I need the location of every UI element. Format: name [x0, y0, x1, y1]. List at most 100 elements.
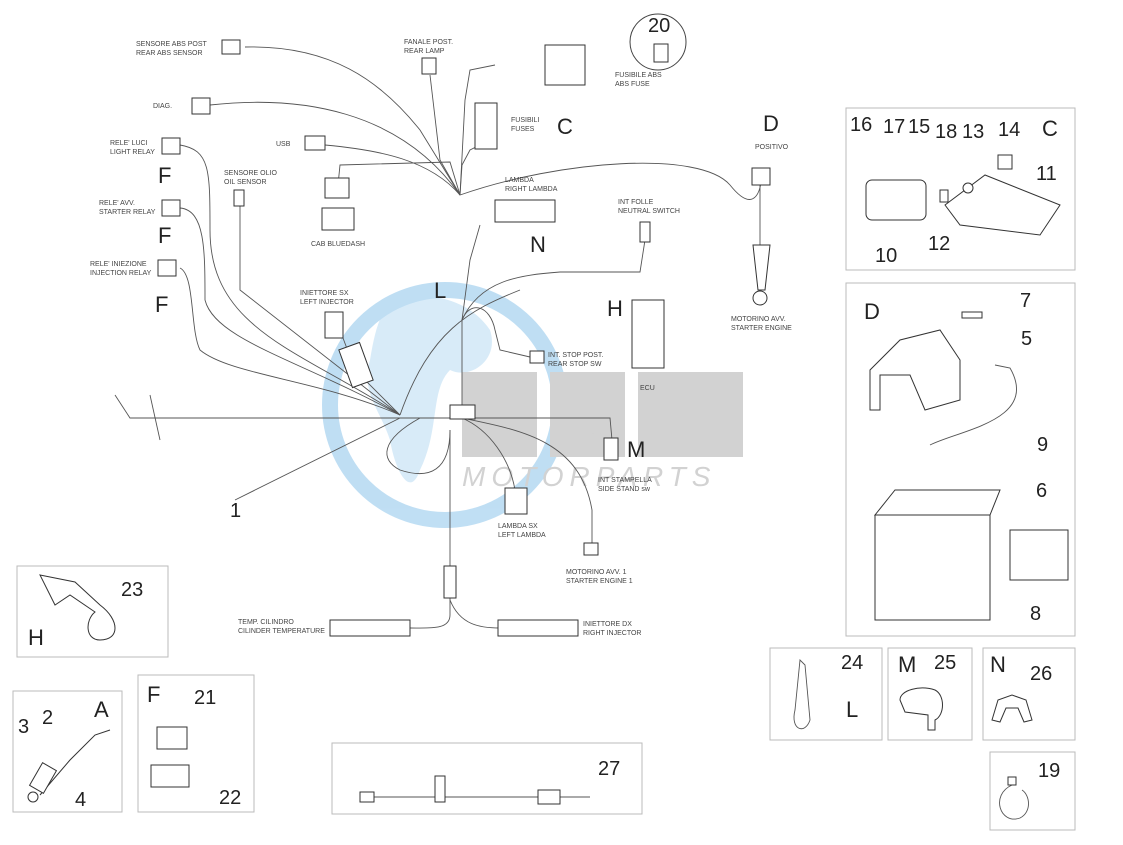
right-lambda-connector	[494, 199, 556, 223]
clamp-25	[899, 687, 943, 731]
light-relay-label-en: LIGHT RELAY	[110, 149, 155, 156]
box-l: L 24	[769, 647, 883, 741]
ecu-connector	[631, 299, 665, 369]
number-13: 13	[962, 121, 984, 143]
cable-27-sleeve	[434, 775, 446, 803]
starter-relay-label-it: RELE' AVV.	[99, 200, 135, 207]
cyl-temp-label-en: CILINDER TEMPERATURE	[238, 628, 325, 635]
abs-fuse-label-it: FUSIBILE ABS	[615, 72, 662, 79]
right-injector-label-en: RIGHT INJECTOR	[583, 630, 641, 637]
harness-parts	[157, 13, 771, 637]
box-n-frame	[982, 647, 1076, 741]
washer-4	[27, 791, 39, 803]
rear-lamp-connector	[421, 57, 437, 75]
side-stand-connector	[603, 437, 619, 461]
number-7: 7	[1020, 290, 1031, 312]
number-16: 16	[850, 114, 872, 136]
bluedash-label: CAB BLUEDASH	[311, 241, 365, 248]
starter-engine-1-label-it: MOTORINO AVV. 1	[566, 569, 627, 576]
bracket-11	[944, 174, 1061, 236]
number-10: 10	[875, 245, 897, 267]
label-8	[1009, 529, 1069, 581]
cable-tie-19	[999, 784, 1029, 820]
letter-l-box: L	[846, 697, 858, 722]
letter-f2: F	[158, 223, 171, 248]
harness-sleeve	[443, 565, 457, 599]
left-lambda-label-en: LEFT LAMBDA	[498, 532, 546, 539]
number-27: 27	[598, 758, 620, 780]
box-19: 19	[989, 751, 1076, 831]
watermark-globe	[322, 282, 568, 528]
diag-connector	[191, 97, 211, 115]
fuse-20-callout	[629, 13, 687, 71]
oil-sensor-label-it: SENSORE OLIO	[224, 170, 277, 177]
letter-d-main: D	[763, 111, 779, 136]
cyl-temp-connector	[329, 619, 411, 637]
battery-bracket-5	[869, 329, 961, 411]
clamp-23	[39, 574, 116, 641]
box-l-frame	[769, 647, 883, 741]
main-junction	[449, 404, 476, 420]
number-5: 5	[1021, 328, 1032, 350]
usb-connector	[304, 135, 326, 151]
number-15: 15	[908, 116, 930, 138]
cable-27-connector	[537, 789, 561, 805]
left-injector-label-en: LEFT INJECTOR	[300, 299, 354, 306]
rear-lamp-label-en: REAR LAMP	[404, 48, 445, 55]
neutral-switch-label-en: NEUTRAL SWITCH	[618, 208, 680, 215]
letter-n-box: N	[990, 652, 1006, 677]
number-17: 17	[883, 116, 905, 138]
number-22: 22	[219, 787, 241, 809]
relay-cover-10	[865, 179, 927, 221]
starter-engine-ring	[752, 290, 768, 306]
starter-engine-label-en: STARTER ENGINE	[731, 325, 792, 332]
letter-f1: F	[158, 163, 171, 188]
number-19: 19	[1038, 760, 1060, 782]
abs-sensor-connector	[221, 39, 241, 55]
box-27: 27	[331, 742, 643, 815]
starter-relay-connector	[161, 199, 181, 217]
cable-27-plug	[359, 791, 375, 803]
main-callouts: C D F F F N L H M 1 20	[155, 15, 779, 522]
relay-21	[156, 726, 188, 750]
cable-tie-head-19	[1007, 776, 1017, 786]
injection-relay-label-it: RELE' INIEZIONE	[90, 261, 147, 268]
usb-label: USB	[276, 141, 291, 148]
right-injector-connector	[497, 619, 579, 637]
watermark-continents	[367, 296, 492, 483]
letter-h-box: H	[28, 625, 44, 650]
battery-6	[874, 514, 991, 621]
clip-14	[997, 154, 1013, 170]
watermark-brand: OSM	[589, 432, 612, 443]
number-24: 24	[841, 652, 863, 674]
letter-m-box: M	[898, 652, 916, 677]
letter-c-box: C	[1042, 116, 1058, 141]
injection-relay-label-en: INJECTION RELAY	[90, 270, 152, 277]
abs-sensor-label-en: REAR ABS SENSOR	[136, 50, 203, 57]
right-lambda-label-en: RIGHT LAMBDA	[505, 186, 558, 193]
right-injector-label-it: INIETTORE DX	[583, 621, 632, 628]
number-2: 2	[42, 707, 53, 729]
cable-tie-24	[793, 659, 811, 730]
number-8: 8	[1030, 603, 1041, 625]
stop-sw-connector	[529, 350, 545, 364]
left-lambda-connector	[504, 487, 528, 515]
fuse-20-part	[653, 43, 669, 63]
sensor-body-3	[28, 762, 58, 794]
number-18: 18	[935, 121, 957, 143]
positive-terminal	[751, 167, 771, 186]
relay-base-22	[150, 764, 190, 788]
box-d: D 7 5 9 6 8	[845, 282, 1076, 637]
box-c: C 16 17 15 18 13 14 11 12 10	[845, 107, 1076, 271]
box-n: N 26	[982, 647, 1076, 741]
letter-c-main: C	[557, 114, 573, 139]
number-14: 14	[998, 119, 1020, 141]
starter-engine-1-label-en: STARTER ENGINE 1	[566, 578, 633, 585]
injection-relay-connector	[157, 259, 177, 277]
neutral-switch-connector	[639, 221, 651, 243]
side-stand-label-en: SIDE STAND sw	[598, 486, 651, 493]
side-stand-label-it: INT STAMPELLA	[598, 477, 652, 484]
number-3: 3	[18, 716, 29, 738]
oil-sensor-connector	[233, 189, 245, 207]
